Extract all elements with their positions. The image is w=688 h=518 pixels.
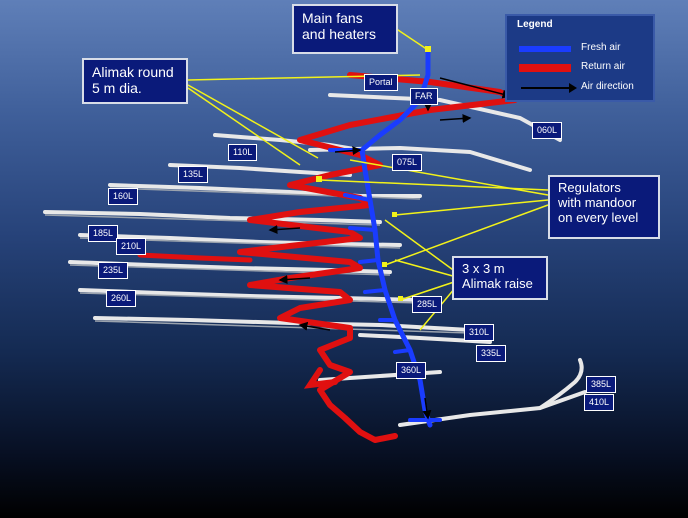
- callout-regulators: Regulators with mandoor on every level: [548, 175, 660, 239]
- legend: Legend Fresh air Return air Air directio…: [505, 14, 655, 102]
- label-310l: 310L: [464, 324, 495, 341]
- drift-shading: [44, 187, 471, 334]
- label-110l: 110L: [228, 144, 258, 161]
- label-075l: 075L: [392, 154, 423, 171]
- drift-185: [43, 210, 382, 224]
- label-410l: 410L: [584, 394, 615, 411]
- return-air-swatch: [519, 64, 571, 72]
- return-air-left: [137, 252, 253, 263]
- drift-285: [93, 316, 472, 332]
- label-360l: 360L: [396, 362, 427, 379]
- label-285l: 285L: [412, 296, 443, 313]
- legend-title: Legend: [517, 19, 553, 30]
- fresh-air-branches: [328, 148, 442, 422]
- regulator-markers: [316, 46, 431, 301]
- air-direction-arrow-icon: [521, 83, 577, 93]
- drift-385-loop: [538, 358, 584, 410]
- air-direction-arrows: [268, 77, 512, 420]
- label-235l: 235L: [98, 262, 129, 279]
- label-160l: 160L: [108, 188, 139, 205]
- label-385l: 385L: [586, 376, 617, 393]
- label-260l: 260L: [106, 290, 137, 307]
- label-210l: 210L: [116, 238, 147, 255]
- drift-210: [78, 233, 402, 247]
- label-185l: 185L: [88, 225, 119, 242]
- label-335l: 335L: [476, 345, 507, 362]
- callout-alimak-raise: 3 x 3 m Alimak raise: [452, 256, 548, 300]
- return-air-ramp-lower: [303, 367, 338, 389]
- legend-air-direction-label: Air direction: [581, 81, 634, 92]
- callout-alimak-round: Alimak round 5 m dia.: [82, 58, 188, 104]
- label-060l: 060L: [532, 122, 563, 139]
- label-135l: 135L: [178, 166, 209, 183]
- label-far: FAR: [410, 88, 438, 105]
- drift-160: [108, 183, 422, 198]
- legend-return-air-label: Return air: [581, 61, 625, 72]
- return-air-ramp: [237, 72, 518, 443]
- legend-fresh-air-label: Fresh air: [581, 42, 621, 53]
- label-portal: Portal: [364, 74, 398, 91]
- callout-main-fans: Main fans and heaters: [292, 4, 398, 54]
- fresh-air-swatch: [519, 46, 571, 52]
